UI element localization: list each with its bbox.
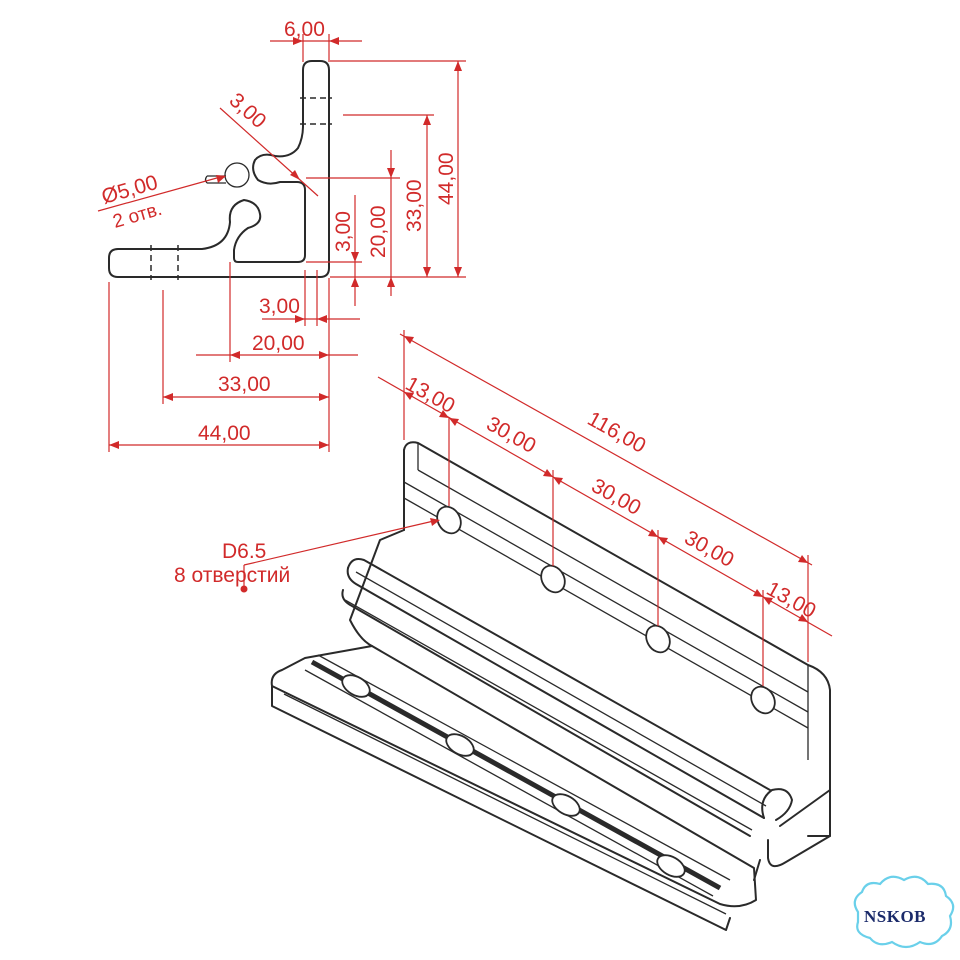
label-spacing-c: 30,00 bbox=[681, 526, 738, 572]
wall-hole-2 bbox=[540, 564, 566, 594]
brand-logo: NSKOB bbox=[853, 875, 955, 949]
vertical-wall-top-face bbox=[417, 469, 809, 693]
isometric-profile-view bbox=[270, 441, 831, 931]
logo-text: NSKOB bbox=[864, 907, 926, 926]
label-height-3: 3,00 bbox=[332, 211, 355, 252]
base-plate-outline bbox=[270, 645, 757, 908]
label-wall-thickness: 6,00 bbox=[284, 18, 325, 41]
base-hole-4 bbox=[656, 854, 686, 878]
logo-cloud-border bbox=[853, 875, 955, 949]
label-length-total: 116,00 bbox=[584, 407, 650, 458]
rib-tube-upper-lower bbox=[346, 567, 765, 819]
leader-dot bbox=[240, 585, 248, 593]
base-groove-dark bbox=[310, 659, 722, 891]
label-hole-spec: D6.5 bbox=[222, 540, 266, 563]
label-hole-spec-count: 8 отверстий bbox=[174, 564, 290, 587]
rib-tube-lower bbox=[341, 589, 751, 837]
base-hole-2 bbox=[445, 733, 475, 757]
label-width-33: 33,00 bbox=[218, 373, 271, 396]
base-plate-front-edge bbox=[271, 685, 721, 905]
label-height-20: 20,00 bbox=[367, 205, 390, 258]
end-profile bbox=[753, 788, 831, 881]
label-width-3: 3,00 bbox=[259, 295, 300, 318]
label-height-33: 33,00 bbox=[403, 179, 426, 232]
inner-fillet bbox=[349, 529, 405, 647]
base-hole-1 bbox=[341, 674, 371, 698]
rib-tube-upper bbox=[347, 558, 771, 791]
wall-hole-4 bbox=[750, 685, 776, 715]
profile-outline bbox=[108, 60, 330, 278]
profile-cross-section bbox=[108, 60, 332, 280]
label-slot-offset: 3,00 bbox=[225, 89, 271, 133]
label-spacing-first: 13,00 bbox=[402, 372, 459, 418]
label-width-44: 44,00 bbox=[198, 422, 251, 445]
profile-dimensions: 6,00 3,00 Ø5,00 2 отв. 44,00 33,00 20,00 bbox=[97, 18, 466, 452]
profile-hole bbox=[224, 162, 250, 188]
wall-hole-1 bbox=[436, 505, 462, 535]
vertical-wall-groove-dark bbox=[404, 490, 808, 720]
base-hole-3 bbox=[551, 793, 581, 817]
isometric-dimensions: 116,00 13,00 30,00 30,00 30,00 13,00 D6.… bbox=[174, 330, 833, 686]
label-width-20: 20,00 bbox=[252, 332, 305, 355]
label-spacing-a: 30,00 bbox=[483, 412, 540, 458]
wall-hole-3 bbox=[645, 624, 671, 654]
label-height-44: 44,00 bbox=[435, 152, 458, 205]
label-spacing-last: 13,00 bbox=[763, 577, 820, 623]
